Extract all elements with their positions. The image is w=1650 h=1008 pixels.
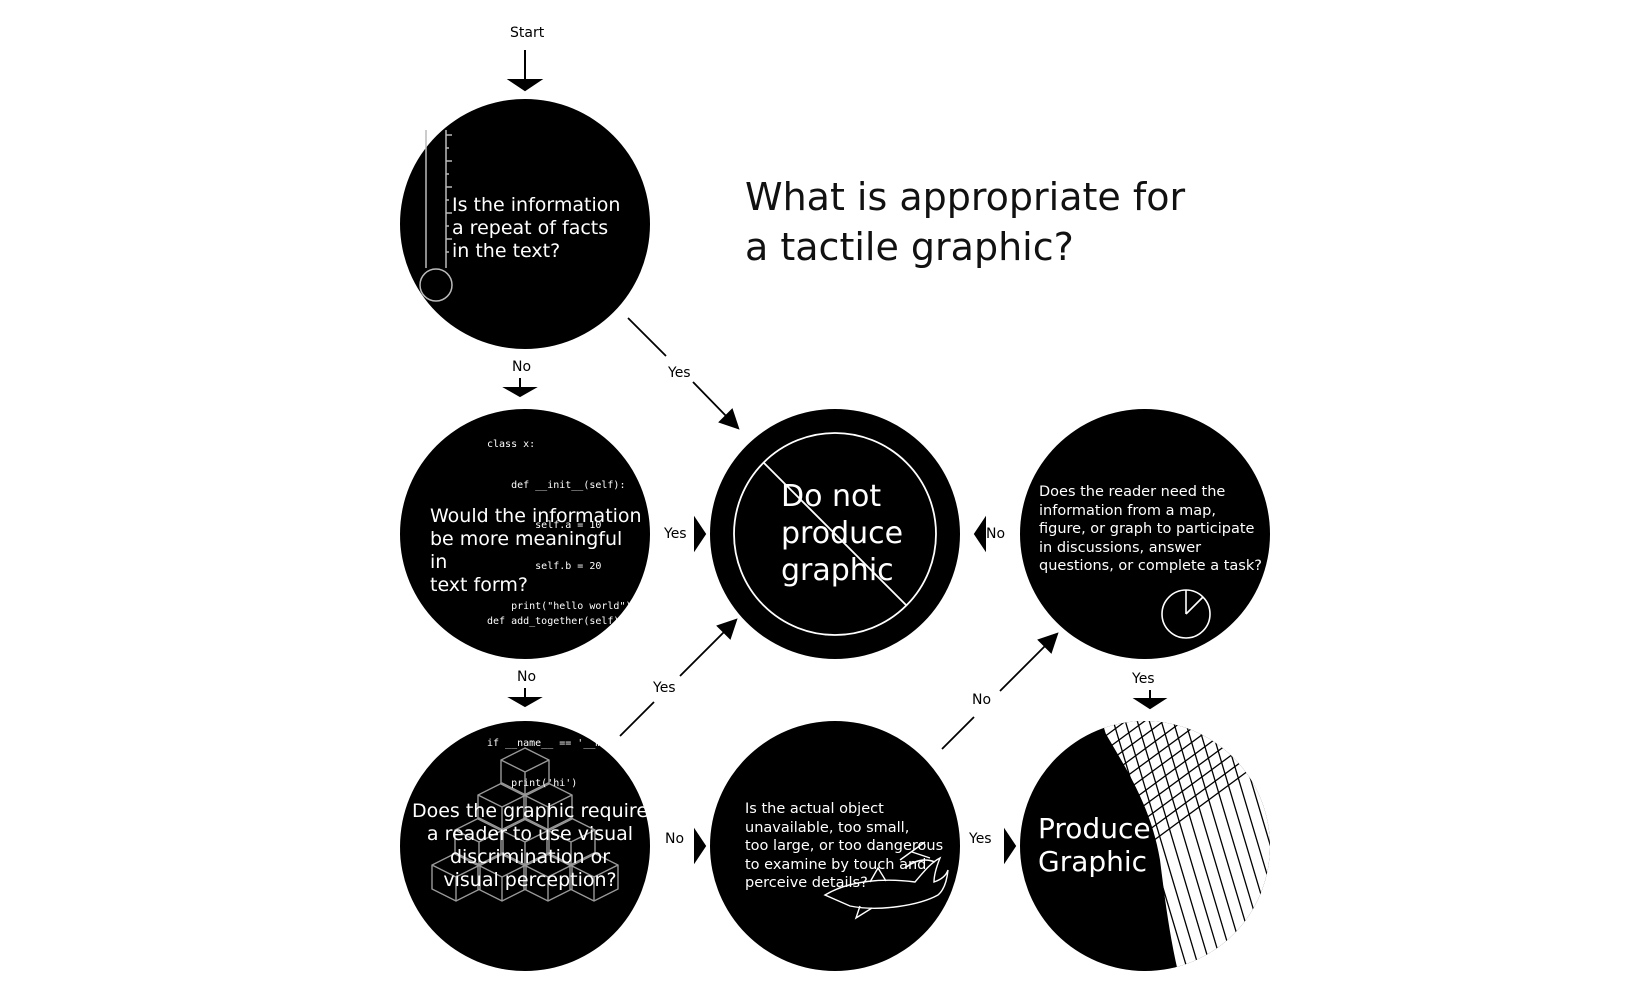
node-produce-text: Produce Graphic — [1038, 812, 1188, 878]
node-q5-line: information from a map, — [1039, 502, 1216, 519]
code-line: print('hi') — [487, 778, 578, 789]
map-street — [1099, 721, 1270, 825]
node-q4-line: unavailable, too small, — [745, 819, 910, 836]
node-produce-line: Graphic — [1038, 845, 1148, 878]
map-street — [1275, 700, 1360, 985]
map-street — [1099, 721, 1270, 811]
node-q5-line: figure, or graph to participate — [1039, 521, 1255, 537]
node-q3-line: discrimination or — [449, 846, 611, 868]
node-q1-line: Is the information — [452, 194, 621, 216]
node-q5-line: in discussions, answer — [1039, 539, 1202, 556]
edge-label-q4-yes: Yes — [969, 831, 992, 847]
node-q5-line: questions, or complete a task? — [1039, 558, 1262, 574]
start-label: Start — [510, 25, 545, 41]
code-line: def add_together(self): — [487, 616, 626, 627]
node-q3-text: Does the graphic require a reader to use… — [410, 800, 650, 892]
node-q5-line: Does the reader need the — [1039, 484, 1226, 500]
title-line-1: What is appropriate for — [745, 175, 1186, 219]
node-q5-circle — [1020, 409, 1270, 659]
node-q1-line: in the text? — [452, 240, 561, 262]
node-q4-line: too large, or too dangerous — [745, 838, 944, 854]
cube-outline — [477, 852, 527, 902]
arrow-q4-yes — [1004, 827, 1017, 865]
node-q2-line: text form? — [430, 574, 528, 596]
node-produce-line: Produce — [1038, 812, 1151, 845]
node-do-not-line: graphic — [781, 553, 894, 588]
node-do-not-text: Do not produce graphic — [781, 478, 941, 589]
map-street — [1202, 721, 1270, 971]
arrow-q3-yes — [619, 701, 655, 737]
map-street — [1142, 721, 1229, 971]
node-do-not-line: produce — [781, 516, 904, 551]
node-q2-circle — [400, 409, 650, 659]
arrow-q1-yes — [627, 317, 667, 357]
edge-label-q1-yes: Yes — [668, 365, 691, 381]
diagram-title: What is appropriate for a tactile graphi… — [745, 172, 1185, 272]
node-q4-line: Is the actual object — [745, 801, 884, 817]
edge-label-q4-no: No — [972, 692, 992, 708]
cube-outline — [431, 852, 481, 902]
node-q1-circle — [400, 99, 650, 349]
pie-chart-icon — [1161, 589, 1211, 639]
cube-outline — [569, 852, 619, 902]
code-top: class x: def __init__(self): self.a = 10… — [487, 411, 632, 641]
node-q4-text: Is the actual object unavailable, too sm… — [745, 800, 955, 893]
prohibited-icon — [733, 432, 937, 636]
title-line-2: a tactile graphic? — [745, 225, 1074, 269]
edge-label-q2-no: No — [517, 669, 537, 685]
arrows — [502, 50, 1168, 865]
node-q5-text: Does the reader need the information fro… — [1039, 483, 1264, 576]
edge-label-q2-yes: Yes — [664, 526, 687, 542]
edge-label-q5-yes: Yes — [1132, 671, 1155, 687]
arrow-q5-no — [973, 515, 986, 553]
node-q2-text: Would the information be more meaningful… — [430, 505, 645, 597]
map-street — [1106, 721, 1193, 971]
code-line: class x: — [487, 439, 536, 450]
arrow-q2-yes — [694, 515, 707, 553]
cube-outline — [523, 852, 573, 902]
node-q4-circle — [710, 721, 960, 971]
node-q3-line: a reader to use visual — [426, 823, 634, 845]
code-line — [487, 696, 644, 710]
node-q4-line: perceive details? — [745, 875, 868, 891]
edge-label-q1-no: No — [512, 359, 532, 375]
code-line: print("a + b") — [487, 656, 620, 668]
map-street — [1099, 721, 1270, 755]
node-q4-line: to examine by touch and — [745, 856, 927, 873]
code-bottom: def add_together(self): print("a + b") i… — [487, 588, 644, 818]
code-line: if __name__ == '__main__': — [487, 737, 644, 749]
edge-label-q3-yes: Yes — [653, 680, 676, 696]
node-q1-text: Is the information a repeat of facts in … — [452, 194, 652, 263]
cubes-icon — [431, 747, 619, 902]
code-line: def __init__(self): — [487, 479, 626, 491]
edge-label-q3-no: No — [665, 831, 685, 847]
node-q2-line: be more meaningful in — [430, 528, 623, 573]
map-street — [1099, 721, 1270, 783]
code-line: print("hello world") — [487, 601, 632, 612]
arrow-q4-no — [941, 716, 975, 750]
map-street — [1262, 721, 1270, 971]
node-q1-line: a repeat of facts — [452, 217, 609, 239]
map-street — [1099, 721, 1270, 769]
thermometer-icon — [419, 130, 453, 302]
node-q3-line: Does the graphic require — [411, 800, 649, 822]
arrow-q3-no — [694, 827, 707, 865]
map-street — [1130, 721, 1217, 971]
shark-icon — [823, 841, 949, 920]
code-line: self.b = 20 — [487, 560, 602, 572]
map-street — [1118, 721, 1205, 971]
edge-label-q5-no: No — [986, 526, 1006, 542]
node-q2-line: Would the information — [430, 505, 642, 527]
node-q3-line: visual perception? — [443, 869, 617, 891]
map-street — [1154, 721, 1241, 971]
code-line: self.a = 10 — [487, 520, 602, 531]
node-do-not-line: Do not — [781, 479, 882, 514]
